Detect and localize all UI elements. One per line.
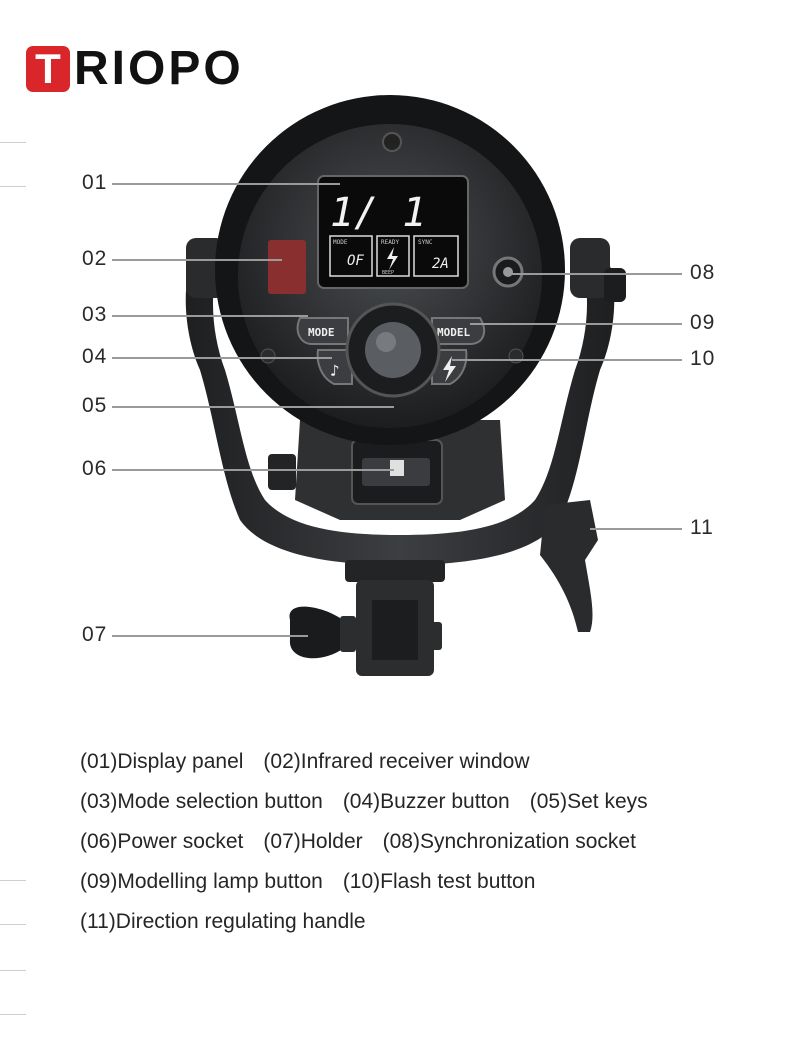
legend-line: (09)Modelling lamp button(10)Flash test … bbox=[80, 870, 536, 893]
mode-button-label: MODE bbox=[308, 326, 335, 339]
margin-tick bbox=[0, 924, 26, 925]
sync-socket bbox=[492, 256, 524, 288]
brand-logo: T RIOPO bbox=[26, 44, 244, 94]
leader-line-10 bbox=[452, 359, 682, 361]
callout-04: 04 bbox=[82, 345, 108, 368]
leader-line-01 bbox=[112, 183, 340, 185]
legend-line: (01)Display panel(02)Infrared receiver w… bbox=[80, 750, 530, 773]
logo-text: RIOPO bbox=[74, 42, 244, 95]
callout-08: 08 bbox=[690, 261, 716, 284]
flash-bolt-icon bbox=[443, 356, 456, 382]
margin-tick bbox=[0, 186, 26, 187]
svg-text:SYNC: SYNC bbox=[418, 239, 433, 246]
leader-line-08 bbox=[510, 273, 682, 275]
callout-05: 05 bbox=[82, 394, 108, 417]
svg-text:MODE: MODE bbox=[333, 239, 348, 246]
legend-line: (06)Power socket(07)Holder(08)Synchroniz… bbox=[80, 830, 636, 853]
leader-line-05 bbox=[112, 406, 394, 408]
svg-text:OF: OF bbox=[347, 253, 364, 269]
display-panel: 1/ 1 MODE OF READY BEEP SYNC 2A bbox=[317, 175, 469, 289]
margin-tick bbox=[0, 880, 26, 881]
callout-10: 10 bbox=[690, 347, 716, 370]
callout-01: 01 bbox=[82, 171, 108, 194]
mode-button bbox=[296, 317, 349, 345]
infrared-receiver-window bbox=[268, 240, 306, 294]
display-main-readout: 1/ 1 bbox=[330, 190, 426, 236]
margin-tick bbox=[0, 1014, 26, 1015]
holder-stand bbox=[289, 560, 445, 676]
leader-line-02 bbox=[112, 259, 282, 261]
leader-line-07 bbox=[112, 635, 308, 637]
callout-07: 07 bbox=[82, 623, 108, 646]
ready-bolt-icon bbox=[387, 247, 398, 270]
leader-line-04 bbox=[112, 357, 332, 359]
legend-line: (11)Direction regulating handle bbox=[80, 910, 366, 933]
svg-text:READY: READY bbox=[381, 239, 399, 246]
logo-initial-badge: T bbox=[26, 46, 70, 92]
direction-handle bbox=[540, 500, 598, 632]
note-icon: ♪ bbox=[330, 361, 340, 380]
margin-tick bbox=[0, 970, 26, 971]
model-button-label: MODEL bbox=[437, 326, 470, 339]
callout-03: 03 bbox=[82, 303, 108, 326]
set-keys-dial bbox=[345, 302, 441, 398]
power-socket-housing bbox=[268, 420, 505, 520]
svg-text:BEEP: BEEP bbox=[382, 270, 394, 276]
logo-initial: T bbox=[35, 45, 61, 92]
leader-line-06 bbox=[112, 469, 394, 471]
legend-line: (03)Mode selection button(04)Buzzer butt… bbox=[80, 790, 648, 813]
callout-09: 09 bbox=[690, 311, 716, 334]
leader-line-09 bbox=[470, 323, 682, 325]
callout-02: 02 bbox=[82, 247, 108, 270]
svg-text:2A: 2A bbox=[432, 256, 449, 272]
margin-tick bbox=[0, 142, 26, 143]
legend: (01)Display panel(02)Infrared receiver w… bbox=[80, 742, 780, 942]
callout-06: 06 bbox=[82, 457, 108, 480]
leader-line-11 bbox=[590, 528, 682, 530]
callout-11: 11 bbox=[690, 516, 714, 539]
leader-line-03 bbox=[112, 315, 308, 317]
